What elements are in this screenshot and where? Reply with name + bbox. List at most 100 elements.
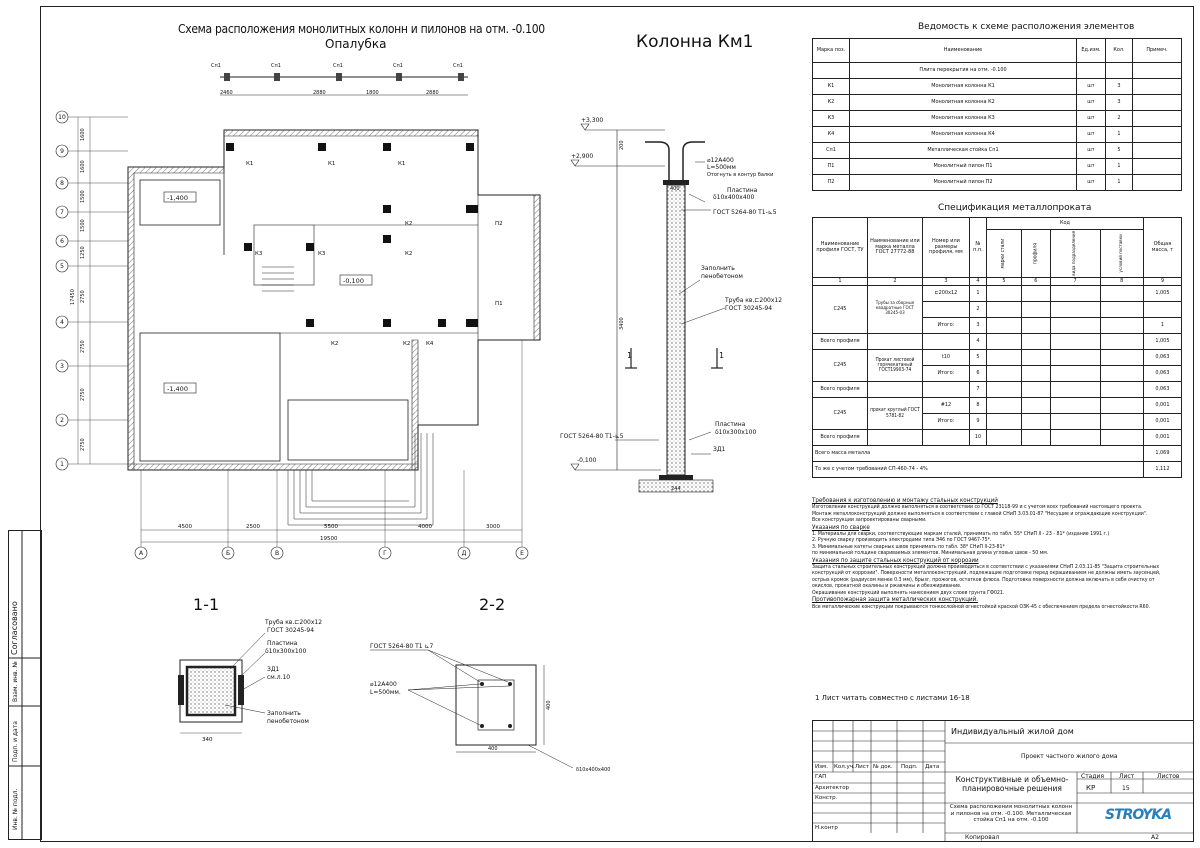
- stamp-col-5: Подп.: [901, 764, 918, 770]
- side-label-vzam: Взам. инв. №: [12, 661, 19, 702]
- el-label-k2a: К2: [405, 221, 412, 227]
- row-axis-2: 2: [60, 417, 64, 424]
- el-label-k1a: К1: [246, 161, 253, 167]
- plate-bottom-label: Пластина: [715, 421, 746, 428]
- vedomost-table: Марка поз. Наименование Ед.изм. Кол. При…: [812, 38, 1182, 191]
- el-label-p2: П2: [495, 221, 503, 227]
- section2-dim-w: 400: [488, 746, 498, 752]
- plan-subtitle: Опалубка: [325, 37, 387, 51]
- vedomost-title: Ведомость к схеме расположения элементов: [918, 22, 1135, 32]
- section1-pipe-gost: ГОСТ 30245-94: [267, 627, 314, 634]
- rebar-len: L=500мм: [707, 164, 736, 171]
- col-axis-b: Б: [226, 550, 230, 557]
- col-axis-e: Е: [520, 550, 524, 557]
- section2-rebar: ⌀12А400: [370, 681, 397, 688]
- dim-top2: 400: [670, 186, 680, 192]
- notes-heading-4: Противопожарная защита металлических кон…: [812, 596, 979, 604]
- notes-heading-2: Указания по сварке: [812, 523, 870, 531]
- section2-dim-h: 400: [546, 700, 552, 710]
- section1-fill2: пенобетоном: [267, 718, 309, 725]
- sheet-note: 1 Лист читать совместно с листами 16-18: [815, 694, 970, 702]
- top-dim-3: 1800: [366, 90, 379, 96]
- rebar-note: Отогнуть в контур балки: [707, 172, 773, 178]
- section2-plate: δ10х400х400: [576, 767, 610, 773]
- row-axis-1: 1: [60, 461, 64, 468]
- gost-top: ГОСТ 5264-80 Т1-⊾5: [713, 209, 777, 216]
- spec-h-sub4: условий поставки: [1099, 229, 1144, 278]
- el-label-k4: К4: [426, 341, 434, 347]
- row-dim-6: 2750: [80, 290, 86, 303]
- notes-heading-3: Указания по защите стальных конструкций …: [812, 556, 979, 564]
- weld-mark: ЗД1: [713, 446, 726, 453]
- top-label-4: Сп1: [393, 63, 403, 69]
- spec-h-code: Код: [986, 217, 1144, 230]
- stamp-format: A2: [1151, 834, 1159, 841]
- col-axis-v: В: [275, 550, 279, 557]
- ved-h-qty: Кол.: [1105, 38, 1133, 63]
- ved-h-mark: Марка поз.: [812, 38, 850, 63]
- stamp-copied: Копировал: [965, 834, 1000, 841]
- ved-h-note: Примеч.: [1132, 38, 1182, 63]
- dim-height: 3400: [619, 317, 625, 330]
- section2-title: 2-2: [479, 595, 506, 614]
- stamp-col-2: Кол.уч.: [834, 764, 855, 770]
- spec-h-sub3: вида подразделения: [1049, 229, 1101, 278]
- el-label-p1: П1: [495, 301, 503, 307]
- stamp-stage: КР: [1086, 784, 1096, 792]
- stamp-col-1: Изм.: [815, 764, 828, 770]
- top-label-1: Сп1: [211, 63, 221, 69]
- top-label-5: Сп1: [453, 63, 463, 69]
- notes-block: Требования к изготовлению и монтажу стал…: [812, 497, 1187, 610]
- spec-h-sub1: марки стали: [986, 229, 1022, 278]
- section1-plate: Пластина: [267, 640, 298, 647]
- el-label-k1c: К1: [398, 161, 405, 167]
- col-dim-5: 3000: [486, 524, 500, 530]
- side-label-inv: Инв. № подл.: [12, 789, 19, 830]
- row-axis-8: 8: [60, 180, 64, 187]
- row-dim-8: 2750: [80, 388, 86, 401]
- row-dim-5: 1250: [80, 246, 86, 259]
- floor-plan: Сп1 Сп1 Сп1 Сп1 Сп1 2460 2880 1800 2880: [55, 63, 541, 560]
- pipe-gost: ГОСТ 30245-94: [725, 305, 772, 312]
- el-label-k2d: К2: [403, 341, 410, 347]
- row-dim-4: 1500: [80, 219, 86, 232]
- section1-weld: ЗД1: [267, 666, 280, 673]
- el-label-k2c: К2: [331, 341, 338, 347]
- col-dim-1: 4500: [178, 524, 192, 530]
- plate-top-label: Пластина: [727, 187, 758, 194]
- section1-plate-size: δ10х300х100: [265, 648, 306, 655]
- row-axis-9: 9: [60, 148, 64, 155]
- row-axis-5: 5: [60, 263, 64, 270]
- col-dim-4: 4000: [418, 524, 432, 530]
- row-axis-7: 7: [60, 209, 64, 216]
- stamp-sheet-h: Лист: [1119, 773, 1135, 780]
- row-axis-3: 3: [60, 363, 64, 370]
- col-axis-g: Г: [383, 550, 387, 557]
- row-axis-10: 10: [58, 114, 66, 121]
- section1-weld-note: см.л.10: [267, 674, 290, 681]
- stamp-col-4: № док.: [873, 764, 893, 770]
- mark-bottom: -0,100: [577, 457, 597, 464]
- row-dim-1: 1600: [80, 128, 86, 141]
- el-label-k3b: К3: [255, 251, 263, 257]
- section1-dim: 340: [202, 737, 213, 743]
- level-mark-2: -0,100: [343, 277, 364, 285]
- stamp-logo: STROYKA: [1105, 807, 1172, 823]
- sheet-frame: [40, 6, 1194, 842]
- stamp-role-1: ГАП: [815, 774, 827, 780]
- spec-h-profile: Наименование профиля ГОСТ, ТУ: [812, 217, 868, 278]
- top-dim-4: 2880: [426, 90, 439, 96]
- stamp-role-2: Архитектор: [815, 785, 850, 791]
- top-label-2: Сп1: [271, 63, 281, 69]
